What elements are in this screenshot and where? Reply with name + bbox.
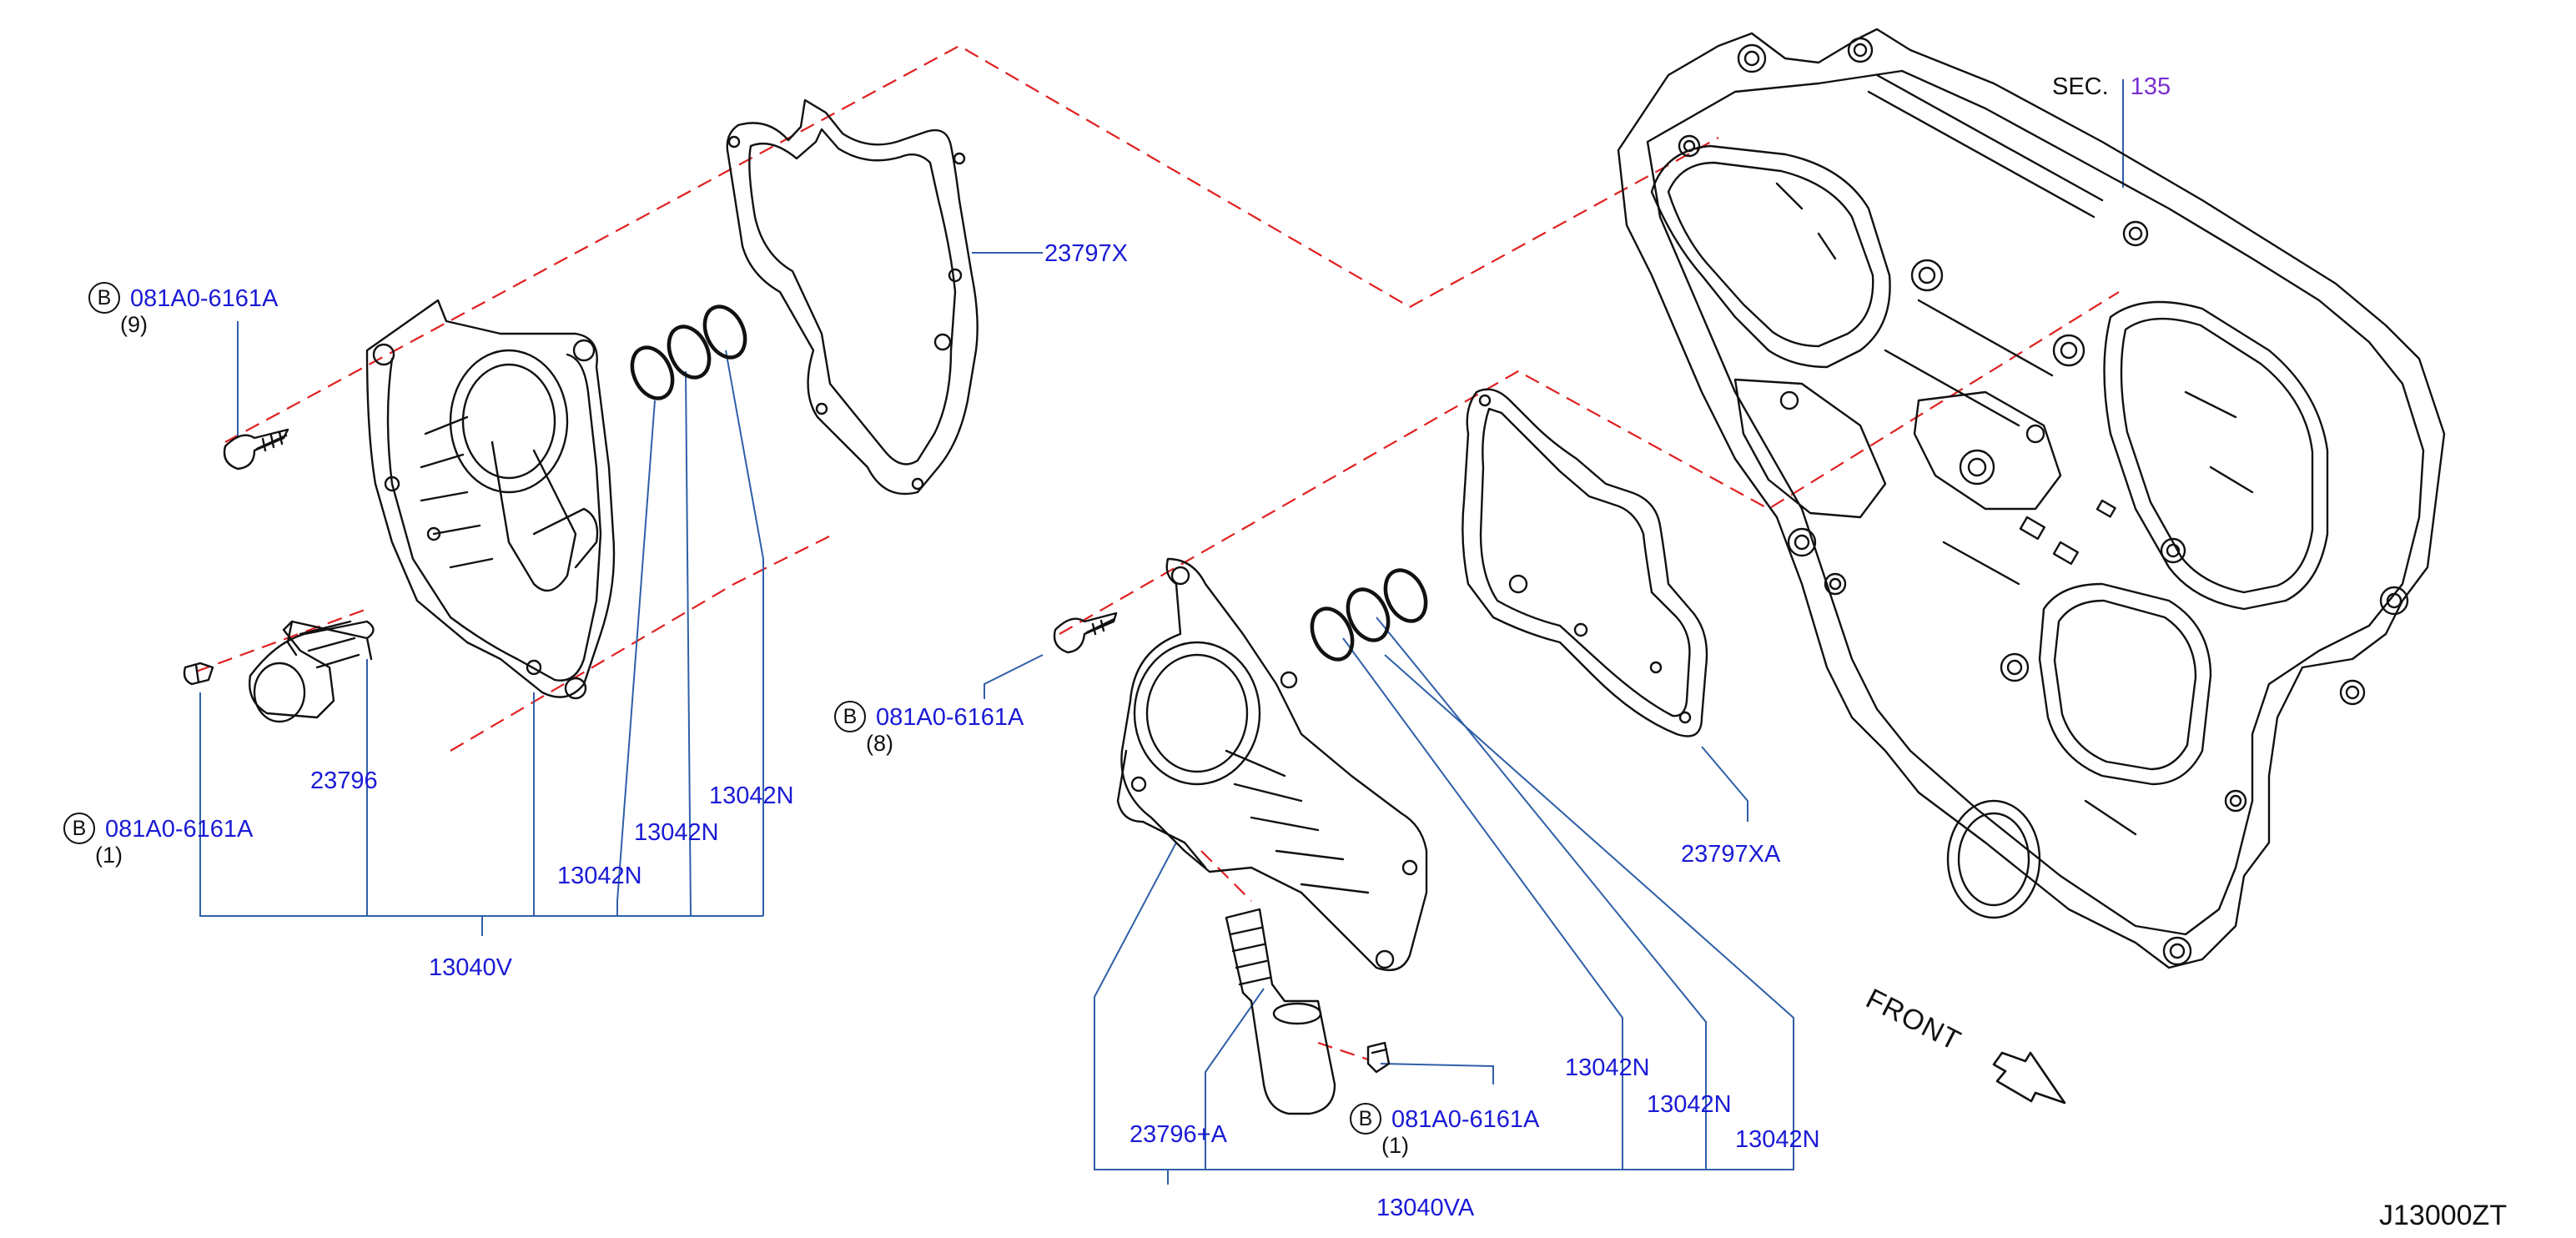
section-number-link[interactable]: 135 xyxy=(2130,73,2171,100)
part-label-assembly-13040va[interactable]: 13040VA xyxy=(1376,1195,1475,1221)
pump-housing-upper xyxy=(365,299,616,698)
part-label-23796[interactable]: 23796 xyxy=(310,767,378,794)
solenoid-right xyxy=(1225,908,1336,1115)
alignment-line-solenoid-right xyxy=(1200,850,1369,1061)
alignment-line-solenoid-left xyxy=(195,607,368,673)
qty-bolt-mid: (8) xyxy=(866,731,893,756)
solenoid-left xyxy=(249,620,375,719)
part-label-oring-right-2[interactable]: 13042N xyxy=(1647,1091,1732,1118)
bolt-lower xyxy=(1053,611,1118,654)
alignment-line-lower xyxy=(1059,291,2120,635)
part-label-oring-right-1[interactable]: 13042N xyxy=(1565,1054,1650,1081)
part-label-oring-left-1[interactable]: 13042N xyxy=(557,863,642,889)
oring-lower-3 xyxy=(1383,568,1428,623)
alignment-line-upper-b xyxy=(450,533,835,752)
gasket-upper xyxy=(726,98,979,496)
part-label-bolt-bottom[interactable]: 081A0-6161A xyxy=(1391,1106,1540,1133)
bolt-upper xyxy=(223,428,289,471)
oring-lower-2 xyxy=(1346,587,1391,642)
part-label-bolt-mid[interactable]: 081A0-6161A xyxy=(876,704,1024,731)
leader-lines xyxy=(199,79,2124,1185)
part-label-assembly-13040v[interactable]: 13040V xyxy=(429,954,512,981)
oring-lower-1 xyxy=(1310,606,1355,662)
qty-bolt-lower-left: (1) xyxy=(95,843,123,868)
bolt-marker-b-icon: B xyxy=(834,701,866,732)
qty-bolt-bottom: (1) xyxy=(1381,1133,1409,1158)
front-arrow-icon xyxy=(1992,1051,2066,1105)
bolt-marker-b-icon: B xyxy=(1350,1103,1381,1135)
section-label-prefix: SEC. xyxy=(2052,73,2109,100)
part-label-23797x[interactable]: 23797X xyxy=(1044,240,1128,267)
part-label-23797xa[interactable]: 23797XA xyxy=(1681,841,1781,868)
part-label-bolt-lower-left[interactable]: 081A0-6161A xyxy=(105,816,254,843)
parts xyxy=(183,28,2446,1115)
pump-housing-lower xyxy=(1120,557,1428,972)
bolt-solenoid-left xyxy=(183,662,214,686)
part-label-oring-left-2[interactable]: 13042N xyxy=(634,819,719,846)
oring-upper-1 xyxy=(630,345,675,400)
oring-upper-3 xyxy=(702,304,747,360)
front-timing-cover xyxy=(1617,28,2446,969)
qty-bolt-upper-left: (9) xyxy=(120,312,148,337)
alignment-line-upper xyxy=(224,44,1719,443)
bolt-marker-b-icon: B xyxy=(63,813,95,844)
part-label-oring-right-3[interactable]: 13042N xyxy=(1735,1126,1820,1153)
section-label: SEC. 135 xyxy=(2052,75,2171,99)
part-label-bolt-upper-left[interactable]: 081A0-6161A xyxy=(130,285,279,312)
gasket-lower xyxy=(1462,388,1708,737)
diagram-code: J13000ZT xyxy=(2379,1200,2508,1231)
oring-upper-2 xyxy=(667,325,712,380)
bolt-solenoid-right xyxy=(1366,1041,1391,1074)
alignment-lines xyxy=(195,44,2120,1061)
bolt-marker-b-icon: B xyxy=(88,282,120,314)
part-label-oring-left-3[interactable]: 13042N xyxy=(709,783,794,809)
part-label-23796-a[interactable]: 23796+A xyxy=(1130,1121,1227,1148)
